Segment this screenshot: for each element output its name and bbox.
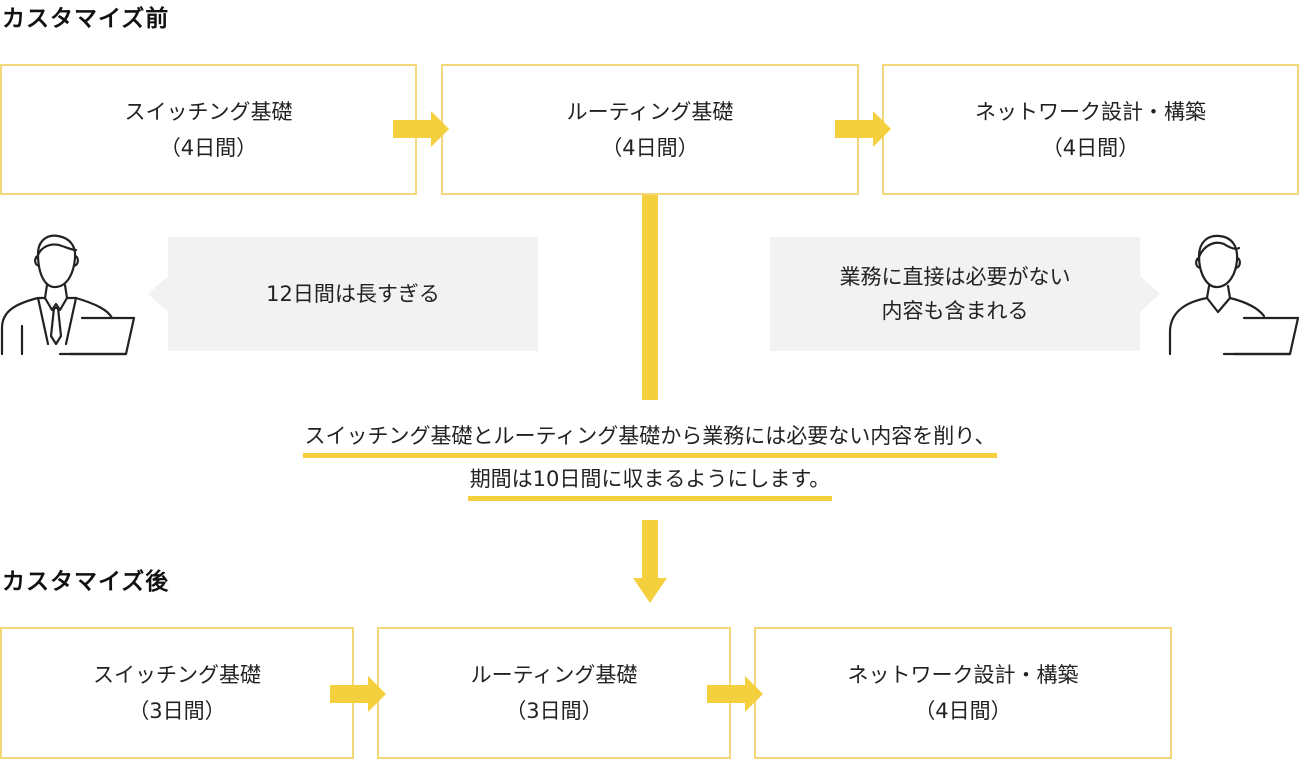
- step-name: スイッチング基礎: [124, 99, 293, 124]
- after-step-routing: ルーティング基礎 （3日間）: [377, 627, 731, 759]
- vertical-connector: [642, 195, 658, 400]
- arrow-right-icon: [393, 111, 449, 147]
- bubble-tail-right: [1140, 276, 1160, 312]
- step-name: ネットワーク設計・構築: [975, 99, 1206, 124]
- summary-line-2: 期間は10日間に収まるようにします。: [467, 464, 833, 501]
- before-step-routing: ルーティング基礎 （4日間）: [441, 64, 859, 195]
- person-laptop-icon: [1168, 234, 1300, 356]
- step-name: ルーティング基礎: [470, 663, 638, 687]
- step-duration: （3日間）: [128, 699, 226, 723]
- comment-left-line: 12日間は長すぎる: [266, 282, 440, 306]
- step-duration: （4日間）: [914, 699, 1012, 723]
- comment-right-line-1: 業務に直接は必要がない: [839, 265, 1071, 289]
- arrow-right-icon: [835, 111, 891, 147]
- step-name: ネットワーク設計・構築: [847, 663, 1079, 687]
- after-heading: カスタマイズ後: [2, 569, 170, 595]
- comment-right-bubble: 業務に直接は必要がない 内容も含まれる: [770, 237, 1140, 351]
- summary-line-2-wrap: 期間は10日間に収まるようにします。: [0, 464, 1300, 501]
- step-name: スイッチング基礎: [93, 663, 261, 687]
- comment-right-line-2: 内容も含まれる: [881, 299, 1029, 323]
- step-duration: （4日間）: [1041, 135, 1140, 160]
- comment-left-bubble: 12日間は長すぎる: [168, 237, 538, 351]
- step-name: ルーティング基礎: [566, 99, 734, 124]
- arrow-right-icon: [707, 676, 763, 712]
- summary-line-1-wrap: スイッチング基礎とルーティング基礎から業務には必要ない内容を削り、: [0, 421, 1300, 458]
- before-heading: カスタマイズ前: [2, 6, 170, 32]
- step-duration: （3日間）: [505, 699, 603, 723]
- before-step-network-design: ネットワーク設計・構築 （4日間）: [882, 64, 1299, 195]
- summary-line-1: スイッチング基礎とルーティング基礎から業務には必要ない内容を削り、: [302, 421, 998, 458]
- bubble-tail-left: [148, 276, 168, 312]
- after-step-switching: スイッチング基礎 （3日間）: [0, 627, 354, 759]
- person-with-tie-laptop-icon: [0, 234, 136, 356]
- arrow-right-icon: [330, 676, 386, 712]
- after-step-network-design: ネットワーク設計・構築 （4日間）: [754, 627, 1172, 759]
- before-step-switching: スイッチング基礎 （4日間）: [0, 64, 417, 195]
- step-duration: （4日間）: [601, 135, 699, 160]
- arrow-down-icon: [633, 520, 667, 603]
- step-duration: （4日間）: [159, 135, 258, 160]
